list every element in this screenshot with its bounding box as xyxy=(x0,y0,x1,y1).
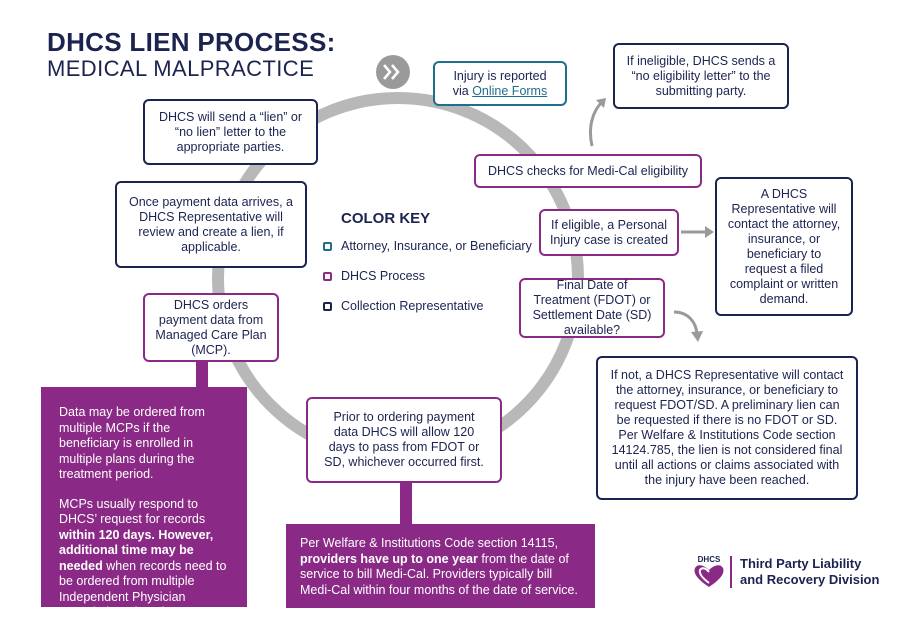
mcp-info-panel: Data may be ordered from multiple MCPs i… xyxy=(41,387,247,619)
orders-payment-box: DHCS orders payment data from Managed Ca… xyxy=(143,293,279,362)
providers-info-panel: Per Welfare & Institutions Code section … xyxy=(286,524,595,608)
send-letter-box: DHCS will send a “lien” or “no lien” let… xyxy=(143,99,318,165)
purple-swatch xyxy=(323,271,332,281)
fdot-question-box: Final Date of Treatment (FDOT) or Settle… xyxy=(519,278,665,338)
page-title: DHCS LIEN PROCESS: xyxy=(47,27,336,57)
svg-text:DHCS: DHCS xyxy=(698,555,721,564)
color-key-item-collection: Collection Representative xyxy=(323,299,483,313)
ineligible-box: If ineligible, DHCS sends a “no eligibil… xyxy=(613,43,789,109)
arrow-fdot xyxy=(673,310,699,335)
arrow-eligible-head xyxy=(705,226,714,238)
teal-swatch xyxy=(323,241,332,251)
color-key-item-dhcs: DHCS Process xyxy=(323,269,425,283)
start-circle xyxy=(376,55,410,89)
dhcs-logo-icon: DHCS xyxy=(694,555,724,587)
review-create-box: Once payment data arrives, a DHCS Repres… xyxy=(115,181,307,268)
rep-contact-box: A DHCS Representative will contact the a… xyxy=(715,177,853,316)
wait-120-box: Prior to ordering payment data DHCS will… xyxy=(306,397,502,483)
color-key-item-attorney: Attorney, Insurance, or Beneficiary xyxy=(323,239,532,253)
color-key-title: COLOR KEY xyxy=(341,210,431,227)
injury-reported-box: Injury is reported via Online Forms xyxy=(433,61,567,106)
stem-mcp xyxy=(196,362,208,388)
check-eligibility-box: DHCS checks for Medi-Cal eligibility xyxy=(474,154,702,188)
mcp-info-p1: Data may be ordered from multiple MCPs i… xyxy=(59,405,205,481)
division-name: Third Party Liability and Recovery Divis… xyxy=(740,556,880,587)
mcp-info-p2: MCPs usually respond to DHCS’ request fo… xyxy=(59,496,227,620)
arrow-ineligible xyxy=(588,100,604,147)
arrow-ineligible-head xyxy=(596,98,606,108)
if-not-box: If not, a DHCS Representative will conta… xyxy=(596,356,858,500)
stem-providers xyxy=(400,483,412,525)
chevron-right-icon xyxy=(383,64,400,80)
eligible-case-box: If eligible, a Personal Injury case is c… xyxy=(539,209,679,256)
logo-divider xyxy=(730,556,732,588)
page-subtitle: MEDICAL MALPRACTICE xyxy=(47,56,315,81)
online-forms-link[interactable]: Online Forms xyxy=(472,83,548,98)
injury-reported-text: Injury is reported xyxy=(453,68,547,83)
navy-swatch xyxy=(323,301,332,311)
arrow-fdot-head xyxy=(691,331,703,342)
